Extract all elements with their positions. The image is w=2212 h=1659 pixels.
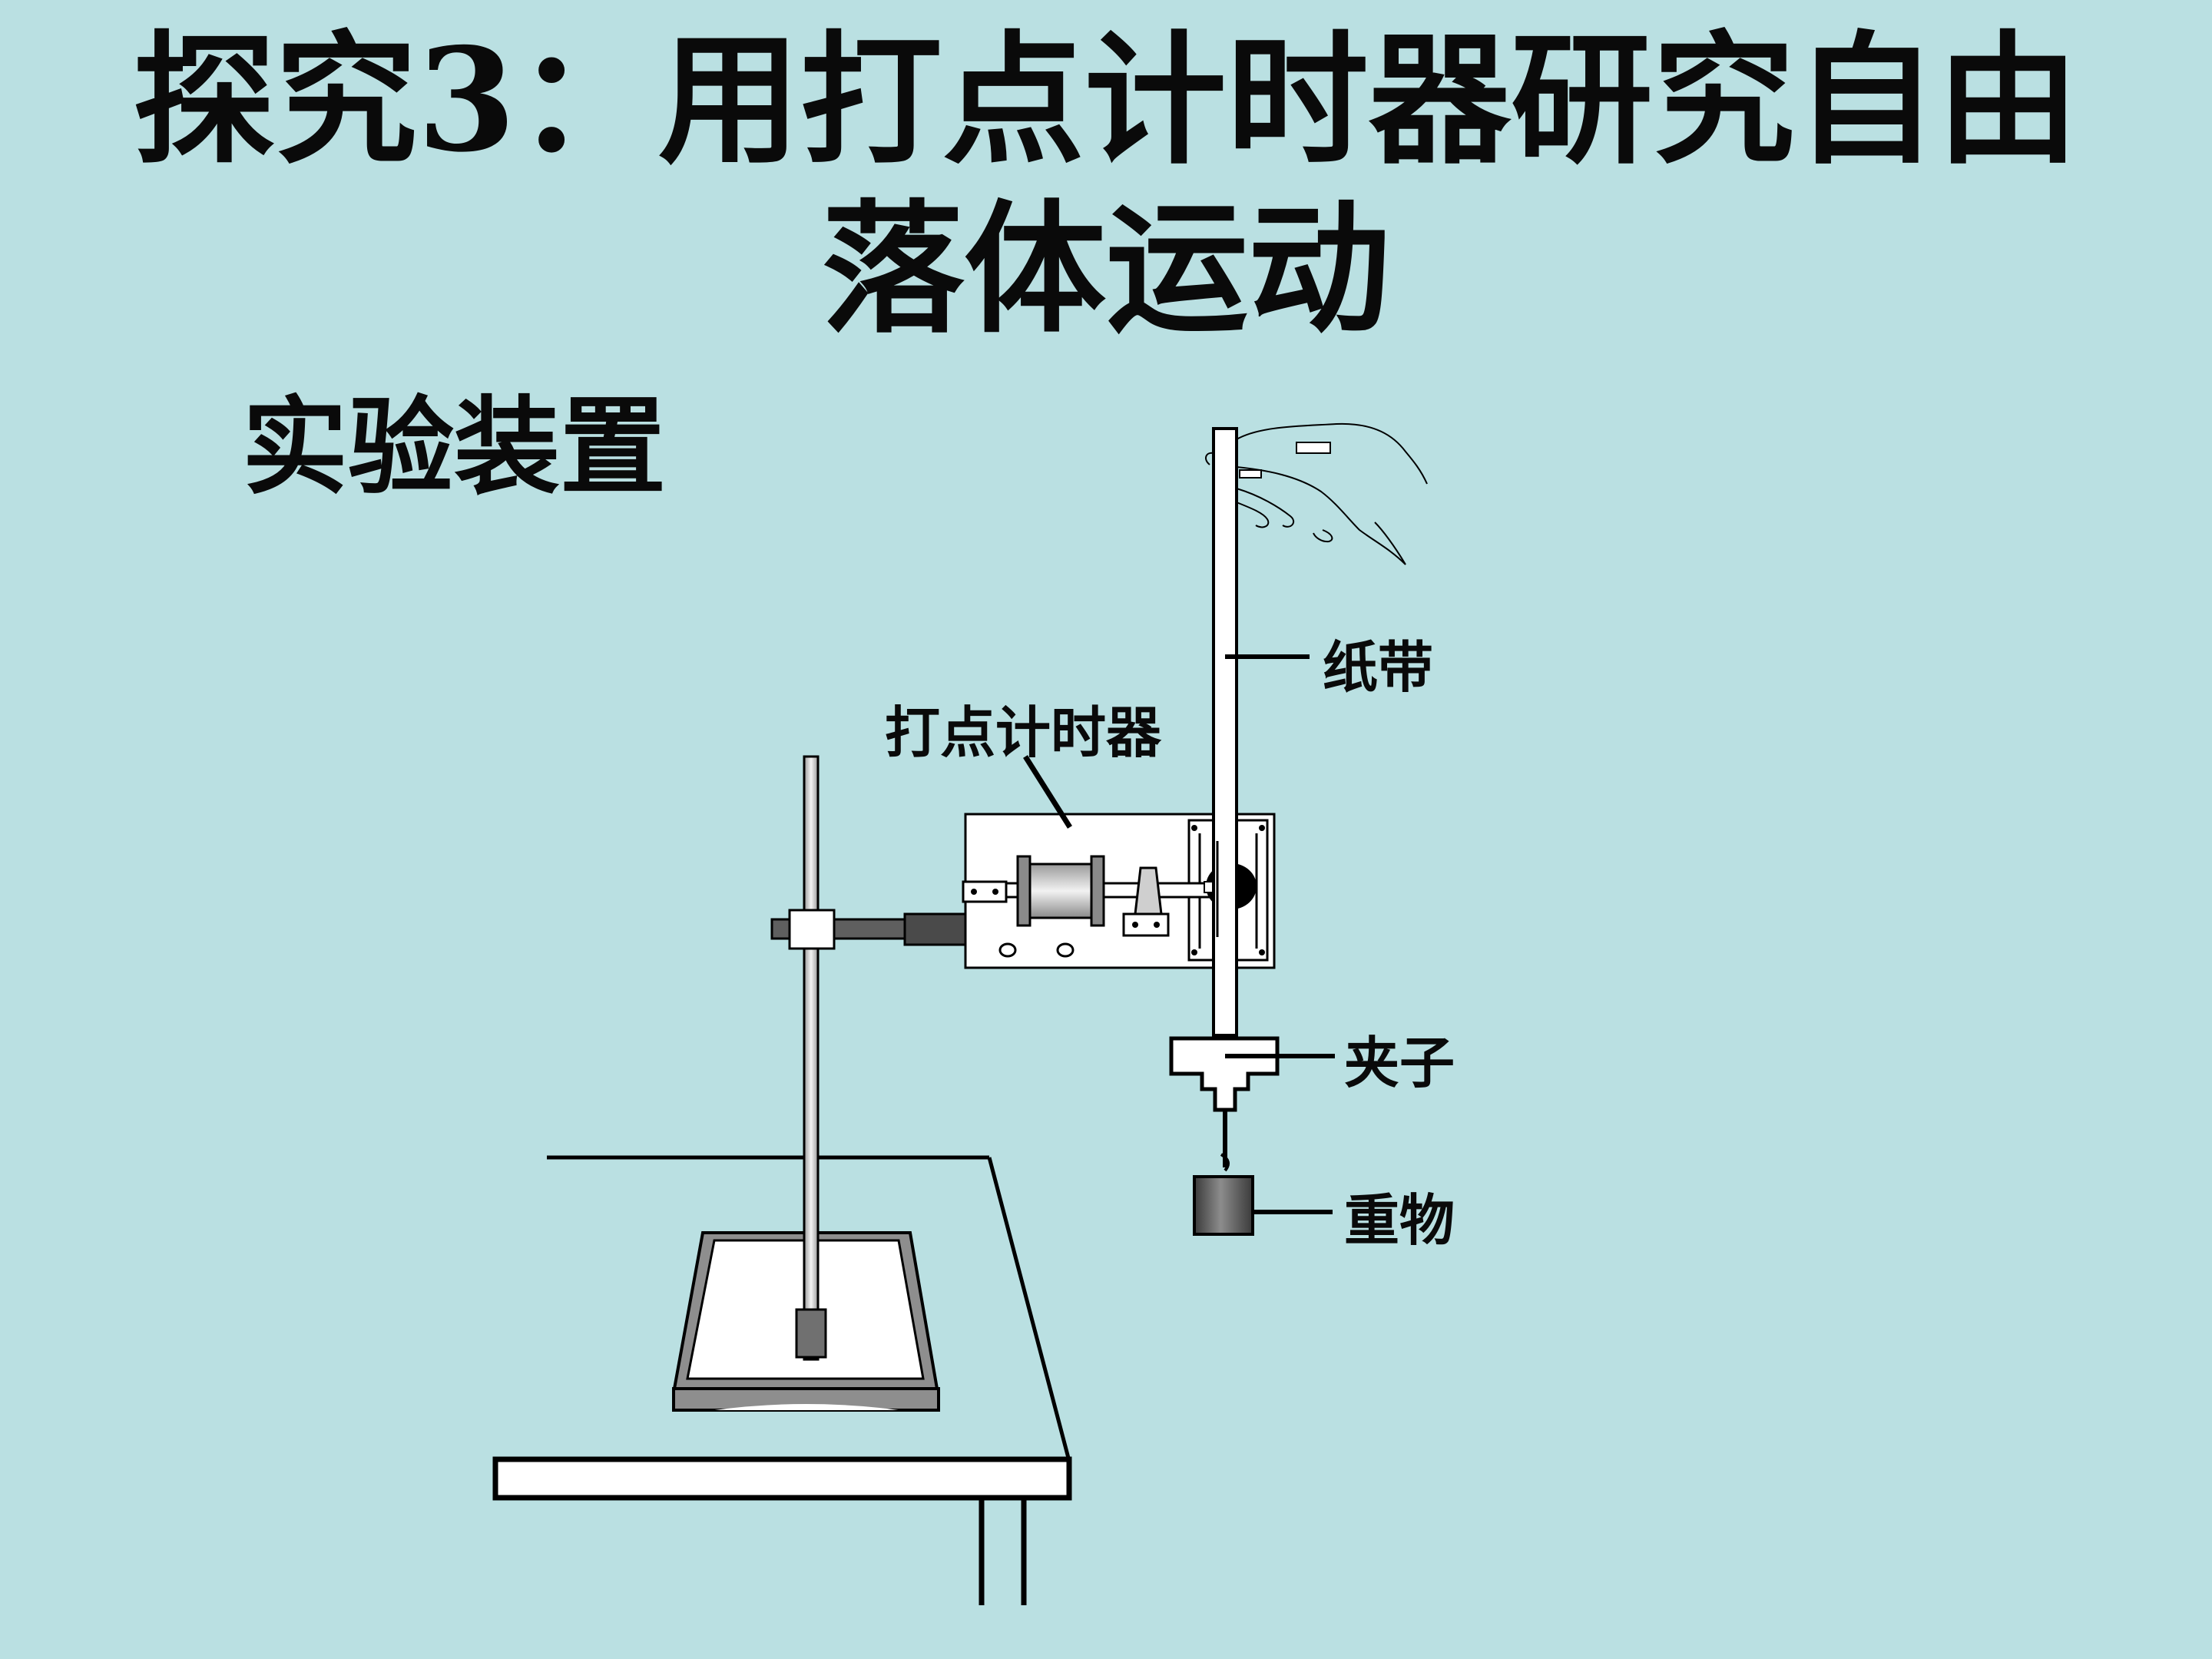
- stand-rod: [795, 755, 827, 1361]
- section-heading: 实验装置: [242, 386, 667, 509]
- clip-label: 夹子: [1344, 1031, 1455, 1095]
- timer-leader: [1023, 755, 1072, 829]
- weight-block: [1193, 1175, 1254, 1236]
- hand-outline: [1205, 422, 1428, 565]
- page-title: 探究3：用打点计时器研究自由 落体运动: [0, 15, 2212, 353]
- tape-label: 纸带: [1323, 635, 1434, 700]
- clamp-arm: [770, 909, 996, 950]
- weight-label: 重物: [1344, 1188, 1455, 1253]
- table-side-edge: [987, 1157, 1071, 1462]
- paper-tape: [1212, 427, 1238, 1037]
- table-front-board: [492, 1456, 1072, 1501]
- table: [492, 1155, 1072, 1605]
- timer-label: 打点计时器: [885, 700, 1162, 765]
- leader-lines: [1023, 654, 1335, 1214]
- title-line-2: 落体运动: [822, 185, 1390, 353]
- title-line-1: 探究3：用打点计时器研究自由: [133, 16, 2079, 184]
